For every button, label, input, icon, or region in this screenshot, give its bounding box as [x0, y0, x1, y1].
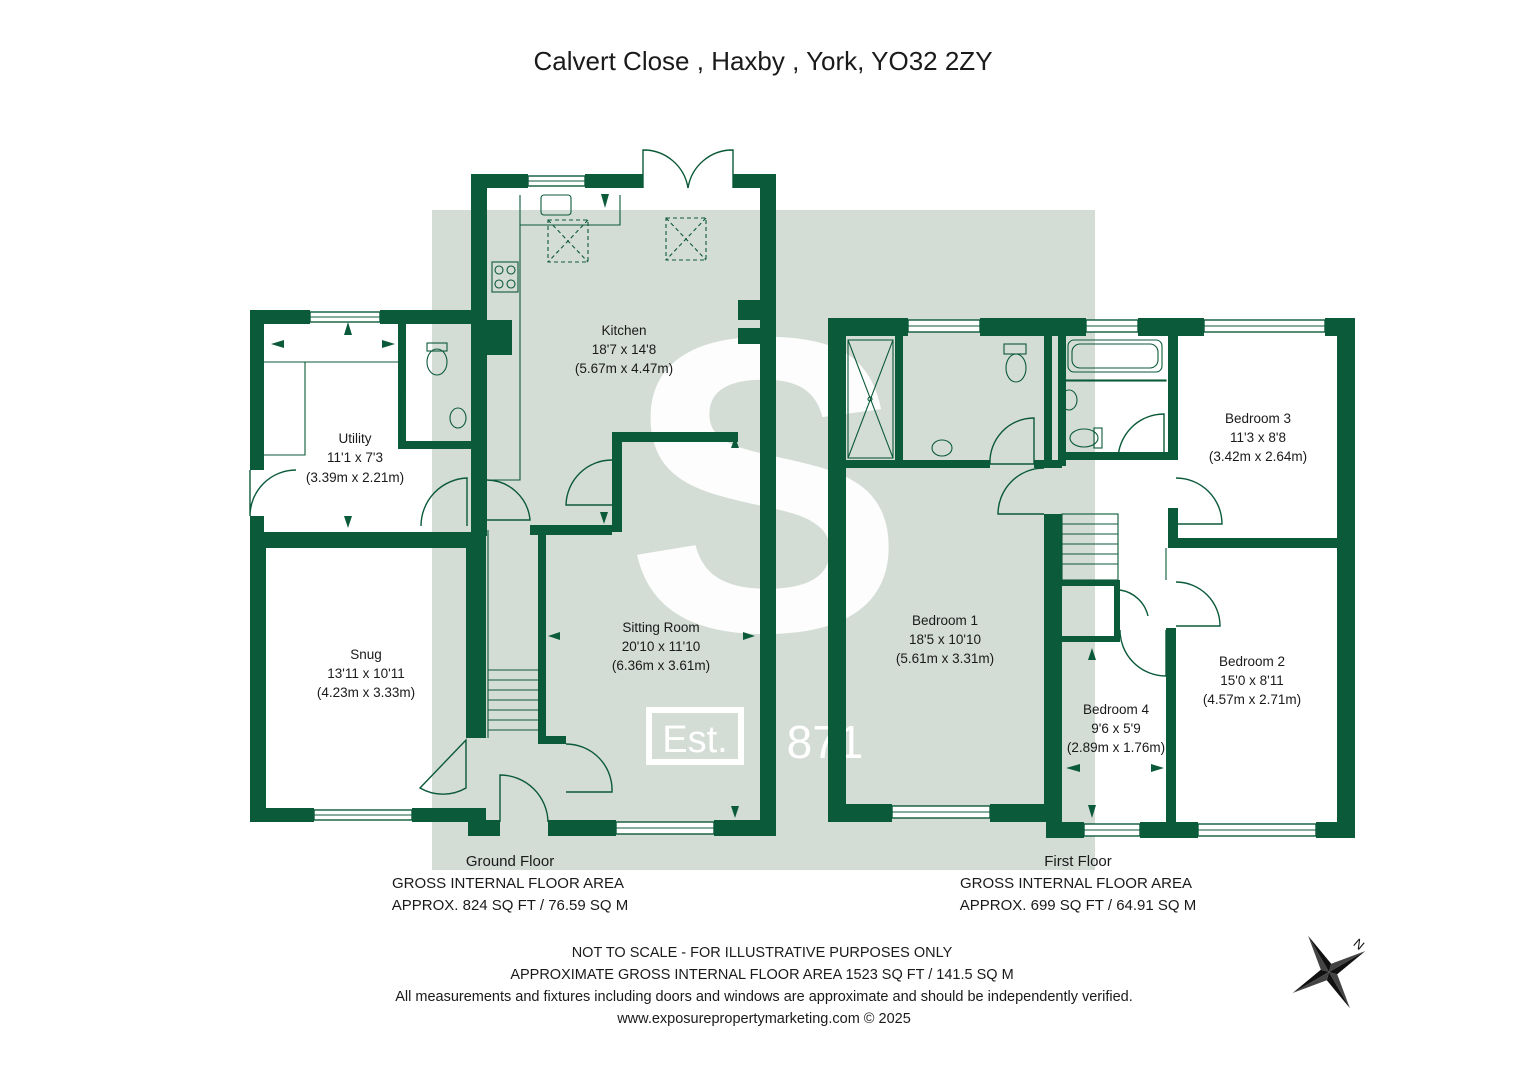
first-floor-fixtures: [847, 339, 1223, 677]
room-dims-imperial: 18'5 x 10'10: [909, 632, 981, 647]
first-dimension-arrows: [1066, 648, 1164, 818]
room-bedroom4-label: Bedroom 4 9'6 x 5'9 (2.89m x 1.76m): [1067, 702, 1165, 755]
room-dims-metric: (5.67m x 4.47m): [575, 361, 673, 376]
floor-label: Ground Floor: [466, 853, 554, 870]
area-value: APPROX. 824 SQ FT / 76.59 SQ M: [392, 897, 628, 914]
room-utility-label: Utility 11'1 x 7'3 (3.39m x 2.21m): [306, 431, 404, 485]
area-heading: GROSS INTERNAL FLOOR AREA: [960, 875, 1192, 892]
footer-total-area: APPROXIMATE GROSS INTERNAL FLOOR AREA 15…: [510, 967, 1013, 983]
room-dims-imperial: 11'1 x 7'3: [327, 450, 383, 465]
compass-icon: N: [1292, 935, 1368, 1009]
room-dims-imperial: 9'6 x 5'9: [1091, 721, 1140, 736]
room-dims-imperial: 11'3 x 8'8: [1230, 430, 1286, 445]
room-name: Bedroom 1: [912, 613, 978, 628]
watermark-est-label: Est.: [662, 719, 727, 761]
room-sitting-label: Sitting Room 20'10 x 11'10 (6.36m x 3.61…: [612, 620, 710, 673]
room-dims-metric: (5.61m x 3.31m): [896, 651, 994, 666]
ground-floor-walls: [250, 174, 776, 836]
first-floor-area: First Floor GROSS INTERNAL FLOOR AREA AP…: [960, 853, 1196, 914]
first-floor-walls: [828, 318, 1355, 838]
watermark-year: 871: [787, 716, 864, 768]
room-dims-metric: (3.39m x 2.21m): [306, 470, 404, 485]
room-dims-imperial: 15'0 x 8'11: [1220, 673, 1283, 688]
room-name: Bedroom 4: [1083, 702, 1150, 717]
room-bedroom2-label: Bedroom 2 15'0 x 8'11 (4.57m x 2.71m): [1203, 654, 1301, 707]
ground-dimension-arrows: [271, 194, 755, 818]
room-dims-imperial: 13'11 x 10'11: [327, 666, 404, 681]
room-name: Kitchen: [601, 323, 646, 338]
ground-floor-windows: [309, 175, 715, 835]
compass-north-label: N: [1351, 935, 1368, 953]
footer: NOT TO SCALE - FOR ILLUSTRATIVE PURPOSES…: [395, 945, 1133, 1027]
room-dims-metric: (4.57m x 2.71m): [1203, 692, 1301, 707]
footer-disclaimer: NOT TO SCALE - FOR ILLUSTRATIVE PURPOSES…: [572, 945, 953, 961]
ground-floor-fixtures: [249, 149, 734, 823]
room-name: Bedroom 3: [1225, 411, 1291, 426]
room-dims-metric: (2.89m x 1.76m): [1067, 740, 1165, 755]
room-bedroom3-label: Bedroom 3 11'3 x 8'8 (3.42m x 2.64m): [1209, 411, 1307, 464]
room-name: Utility: [339, 431, 372, 446]
ground-floor-area: Ground Floor GROSS INTERNAL FLOOR AREA A…: [392, 853, 628, 914]
footer-website: www.exposurepropertymarketing.com © 2025: [616, 1011, 911, 1027]
page-title: Calvert Close , Haxby , York, YO32 2ZY: [533, 46, 992, 76]
room-kitchen-label: Kitchen 18'7 x 14'8 (5.67m x 4.47m): [575, 323, 673, 376]
room-snug-label: Snug 13'11 x 10'11 (4.23m x 3.33m): [317, 647, 415, 700]
room-dims-metric: (4.23m x 3.33m): [317, 685, 415, 700]
room-dims-imperial: 20'10 x 11'10: [622, 639, 700, 654]
footer-verification-note: All measurements and fixtures including …: [395, 989, 1133, 1005]
room-name: Sitting Room: [622, 620, 699, 635]
area-heading: GROSS INTERNAL FLOOR AREA: [392, 875, 624, 892]
room-dims-imperial: 18'7 x 14'8: [592, 342, 656, 357]
room-dims-metric: (3.42m x 2.64m): [1209, 449, 1307, 464]
room-bedroom1-label: Bedroom 1 18'5 x 10'10 (5.61m x 3.31m): [896, 613, 994, 666]
room-name: Snug: [350, 647, 382, 662]
room-dims-metric: (6.36m x 3.61m): [612, 658, 710, 673]
floor-label: First Floor: [1044, 853, 1112, 870]
first-floor-windows: [891, 319, 1326, 837]
area-value: APPROX. 699 SQ FT / 64.91 SQ M: [960, 897, 1196, 914]
room-name: Bedroom 2: [1219, 654, 1285, 669]
